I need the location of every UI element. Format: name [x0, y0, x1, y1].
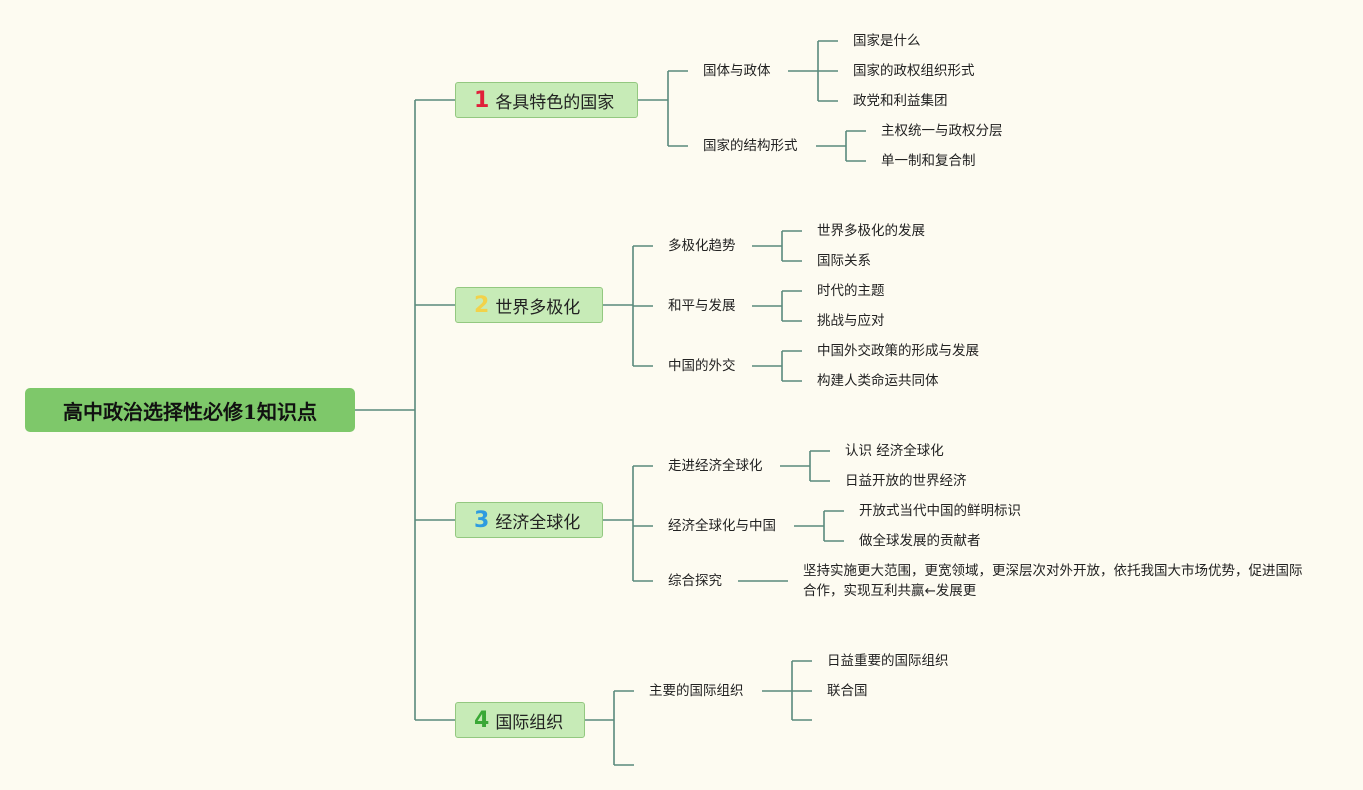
- branch-label: 国际组织: [495, 712, 564, 733]
- subtopic-4-1[interactable]: 主要的国际组织: [649, 683, 744, 699]
- branch-3[interactable]: 3 经济全球化: [455, 502, 603, 538]
- leaf-2-2-2[interactable]: 挑战与应对: [817, 313, 885, 329]
- leaf-4-1-1[interactable]: 日益重要的国际组织: [827, 653, 949, 669]
- leaf-3-1-1[interactable]: 认识 经济全球化: [845, 443, 944, 459]
- leaf-1-1-1[interactable]: 国家是什么: [853, 33, 921, 49]
- subtopic-3-2[interactable]: 经济全球化与中国: [668, 518, 776, 534]
- branch-label: 各具特色的国家: [495, 92, 615, 113]
- root-topic[interactable]: 高中政治选择性必修1知识点: [25, 388, 355, 432]
- branch-1[interactable]: 1 各具特色的国家: [455, 82, 638, 118]
- branch-number-4: 4: [474, 707, 490, 733]
- branch-2[interactable]: 2 世界多极化: [455, 287, 603, 323]
- leaf-2-1-1[interactable]: 世界多极化的发展: [817, 223, 925, 239]
- branch-number-2: 2: [474, 292, 490, 318]
- subtopic-2-3[interactable]: 中国的外交: [668, 358, 736, 374]
- leaf-1-2-1[interactable]: 主权统一与政权分层: [881, 123, 1003, 139]
- subtopic-3-3[interactable]: 综合探究: [668, 573, 722, 589]
- leaf-1-2-2[interactable]: 单一制和复合制: [881, 153, 976, 169]
- leaf-3-2-2[interactable]: 做全球发展的贡献者: [859, 533, 981, 549]
- leaf-3-1-2[interactable]: 日益开放的世界经济: [845, 473, 967, 489]
- subtopic-1-2[interactable]: 国家的结构形式: [703, 138, 798, 154]
- leaf-1-1-3[interactable]: 政党和利益集团: [853, 93, 948, 109]
- subtopic-2-1[interactable]: 多极化趋势: [668, 238, 736, 254]
- leaf-4-1-2[interactable]: 联合国: [827, 683, 868, 699]
- leaf-2-3-1[interactable]: 中国外交政策的形成与发展: [817, 343, 979, 359]
- leaf-2-3-2[interactable]: 构建人类命运共同体: [817, 373, 939, 389]
- subtopic-1-1[interactable]: 国体与政体: [703, 63, 771, 79]
- leaf-2-1-2[interactable]: 国际关系: [817, 253, 871, 269]
- branch-label: 世界多极化: [495, 297, 581, 318]
- branch-number-3: 3: [474, 507, 490, 533]
- branch-4[interactable]: 4 国际组织: [455, 702, 585, 738]
- leaf-3-2-1[interactable]: 开放式当代中国的鲜明标识: [859, 503, 1021, 519]
- branch-label: 经济全球化: [495, 512, 581, 533]
- branch-number-1: 1: [474, 87, 490, 113]
- leaf-1-1-2[interactable]: 国家的政权组织形式: [853, 63, 975, 79]
- subtopic-2-2[interactable]: 和平与发展: [668, 298, 736, 314]
- leaf-3-3-1[interactable]: 坚持实施更大范围，更宽领域，更深层次对外开放，依托我国大市场优势，促进国际合作，…: [803, 563, 1303, 599]
- leaf-2-2-1[interactable]: 时代的主题: [817, 283, 885, 299]
- subtopic-3-1[interactable]: 走进经济全球化: [668, 458, 763, 474]
